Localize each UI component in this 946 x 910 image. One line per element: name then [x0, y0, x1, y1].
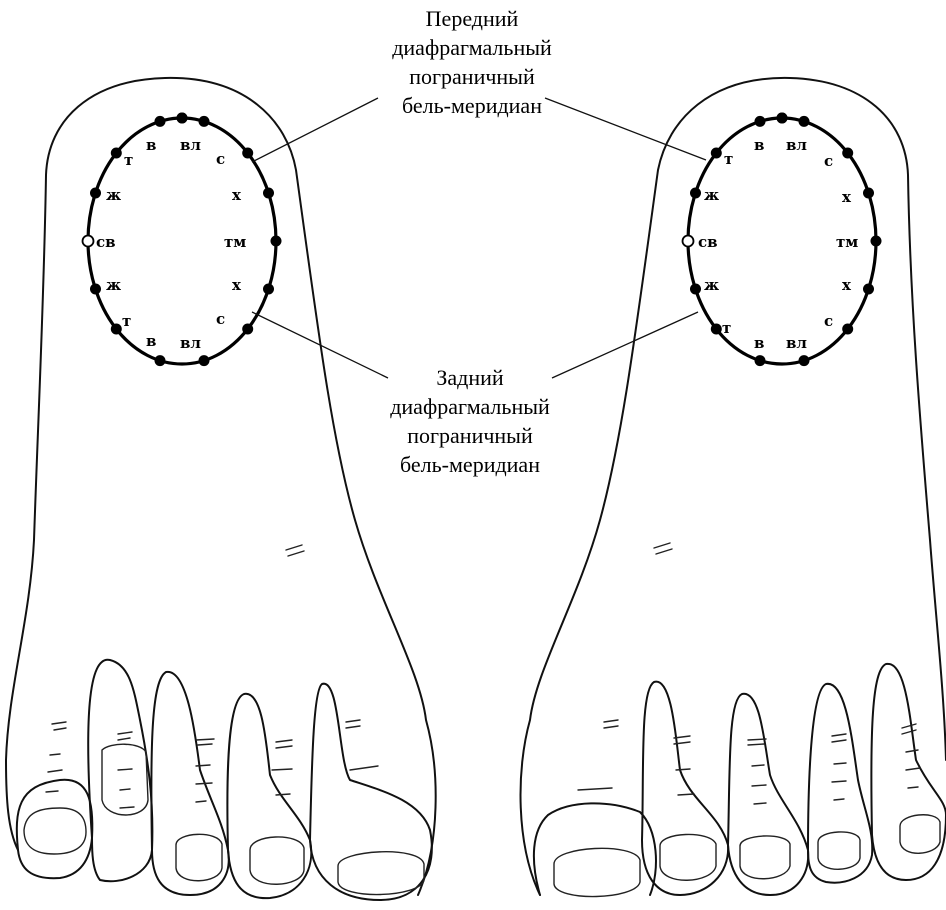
left-label-s-bottom: с [216, 310, 225, 328]
right-points-left-5 [711, 324, 722, 335]
right-nail-1 [554, 848, 640, 896]
caption-posterior-line-1: Задний [436, 365, 504, 390]
right-points-right-3 [871, 236, 882, 247]
left-toe-1 [17, 780, 93, 878]
caption-posterior: Задний диафрагмальный пограничный бель-м… [390, 365, 550, 477]
leader-anterior-left [252, 98, 378, 162]
right-points-left-4 [690, 284, 701, 295]
leader-posterior-right [552, 312, 698, 378]
left-label-v-bottom: в [146, 332, 156, 350]
right-label-vl-bottom: вл [786, 334, 807, 352]
left-toe-3 [151, 672, 228, 895]
right-label-s-bottom: с [824, 312, 833, 330]
left-label-sv: св [96, 233, 116, 251]
left-label-t-top: т [124, 151, 133, 169]
right-nail-2 [660, 834, 716, 880]
caption-posterior-line-3: пограничный [407, 423, 533, 448]
left-points-apex-2 [155, 355, 166, 366]
left-label-vl-bottom: вл [180, 334, 201, 352]
right-label-kh-bottom: х [842, 276, 852, 294]
right-foot-outline [521, 78, 946, 895]
leader-anterior-right [545, 98, 706, 160]
left-nail-3 [176, 834, 222, 880]
right-points-left-2 [690, 188, 701, 199]
left-creases [46, 545, 378, 808]
left-points-left-5 [111, 324, 122, 335]
right-creases [578, 543, 920, 804]
right-points-apex-0 [755, 116, 766, 127]
right-toe-5 [871, 664, 946, 880]
right-label-vl-top: вл [786, 136, 807, 154]
left-label-t-bottom: т [122, 312, 131, 330]
right-points-apex-1 [799, 116, 810, 127]
right-points-right-1 [842, 148, 853, 159]
left-points-right-5 [242, 324, 253, 335]
left-foot: т в вл с ж х св тм ж х т с в вл [6, 78, 436, 900]
left-points-apex-3 [199, 355, 210, 366]
left-point-labels: т в вл с ж х св тм ж х т с в вл [96, 136, 246, 352]
left-label-vl-top: вл [180, 136, 201, 154]
right-label-v-bottom: в [754, 334, 764, 352]
right-label-zh-top: ж [704, 186, 719, 204]
caption-posterior-line-2: диафрагмальный [390, 394, 550, 419]
right-points-apex-3 [799, 355, 810, 366]
left-label-kh-top: х [232, 186, 242, 204]
left-label-v-top: в [146, 136, 156, 154]
right-label-v-top: в [754, 136, 764, 154]
left-points-left-2 [90, 188, 101, 199]
left-nail-5 [338, 852, 424, 895]
left-points-right-1 [242, 148, 253, 159]
right-label-tm: тм [836, 233, 858, 251]
left-label-zh-top: ж [106, 186, 121, 204]
left-label-kh-bottom: х [232, 276, 242, 294]
right-nail-5 [900, 815, 940, 854]
left-nail-1 [24, 808, 86, 854]
left-label-zh-bottom: ж [106, 276, 121, 294]
leader-posterior-left [252, 312, 388, 378]
left-label-tm: тм [224, 233, 246, 251]
caption-anterior-line-1: Передний [426, 6, 519, 31]
left-points-apex-0 [155, 116, 166, 127]
right-point-labels: т в вл с ж х св тм ж х т с в вл [698, 136, 858, 352]
left-points-right-0 [177, 113, 188, 124]
right-points-left-1 [711, 148, 722, 159]
right-points-apex-2 [755, 355, 766, 366]
caption-anterior-line-4: бель-меридиан [402, 93, 542, 118]
caption-anterior-line-3: пограничный [409, 64, 535, 89]
left-toe-5 [310, 684, 432, 900]
left-label-s-top: с [216, 150, 225, 168]
left-points-right-4 [263, 284, 274, 295]
right-label-t-top: т [724, 150, 733, 168]
right-label-zh-bottom: ж [704, 276, 719, 294]
right-points-right-2 [863, 188, 874, 199]
right-label-kh-top: х [842, 188, 852, 206]
right-label-t-bottom: т [722, 319, 731, 337]
right-label-s-top: с [824, 152, 833, 170]
left-foot-outline [6, 78, 436, 895]
right-points-right-4 [863, 284, 874, 295]
right-points-right-5 [842, 324, 853, 335]
left-points-left-3 [83, 236, 94, 247]
right-nail-4 [818, 832, 860, 869]
left-points-left-1 [111, 148, 122, 159]
right-points-left-3 [683, 236, 694, 247]
left-nail-4 [250, 837, 304, 884]
left-nail-2 [102, 744, 148, 815]
left-toe-4 [227, 694, 311, 898]
right-foot: т в вл с ж х св тм ж х т с в вл [521, 78, 946, 897]
left-points-right-3 [271, 236, 282, 247]
caption-posterior-line-4: бель-меридиан [400, 452, 540, 477]
right-toe-2 [642, 682, 728, 895]
right-points-right-0 [777, 113, 788, 124]
left-points-left-4 [90, 284, 101, 295]
caption-anterior-line-2: диафрагмальный [392, 35, 552, 60]
left-points-right-2 [263, 188, 274, 199]
right-nail-3 [740, 836, 790, 879]
right-label-sv: св [698, 233, 718, 251]
caption-anterior: Передний диафрагмальный пограничный бель… [392, 6, 552, 118]
left-points-apex-1 [199, 116, 210, 127]
